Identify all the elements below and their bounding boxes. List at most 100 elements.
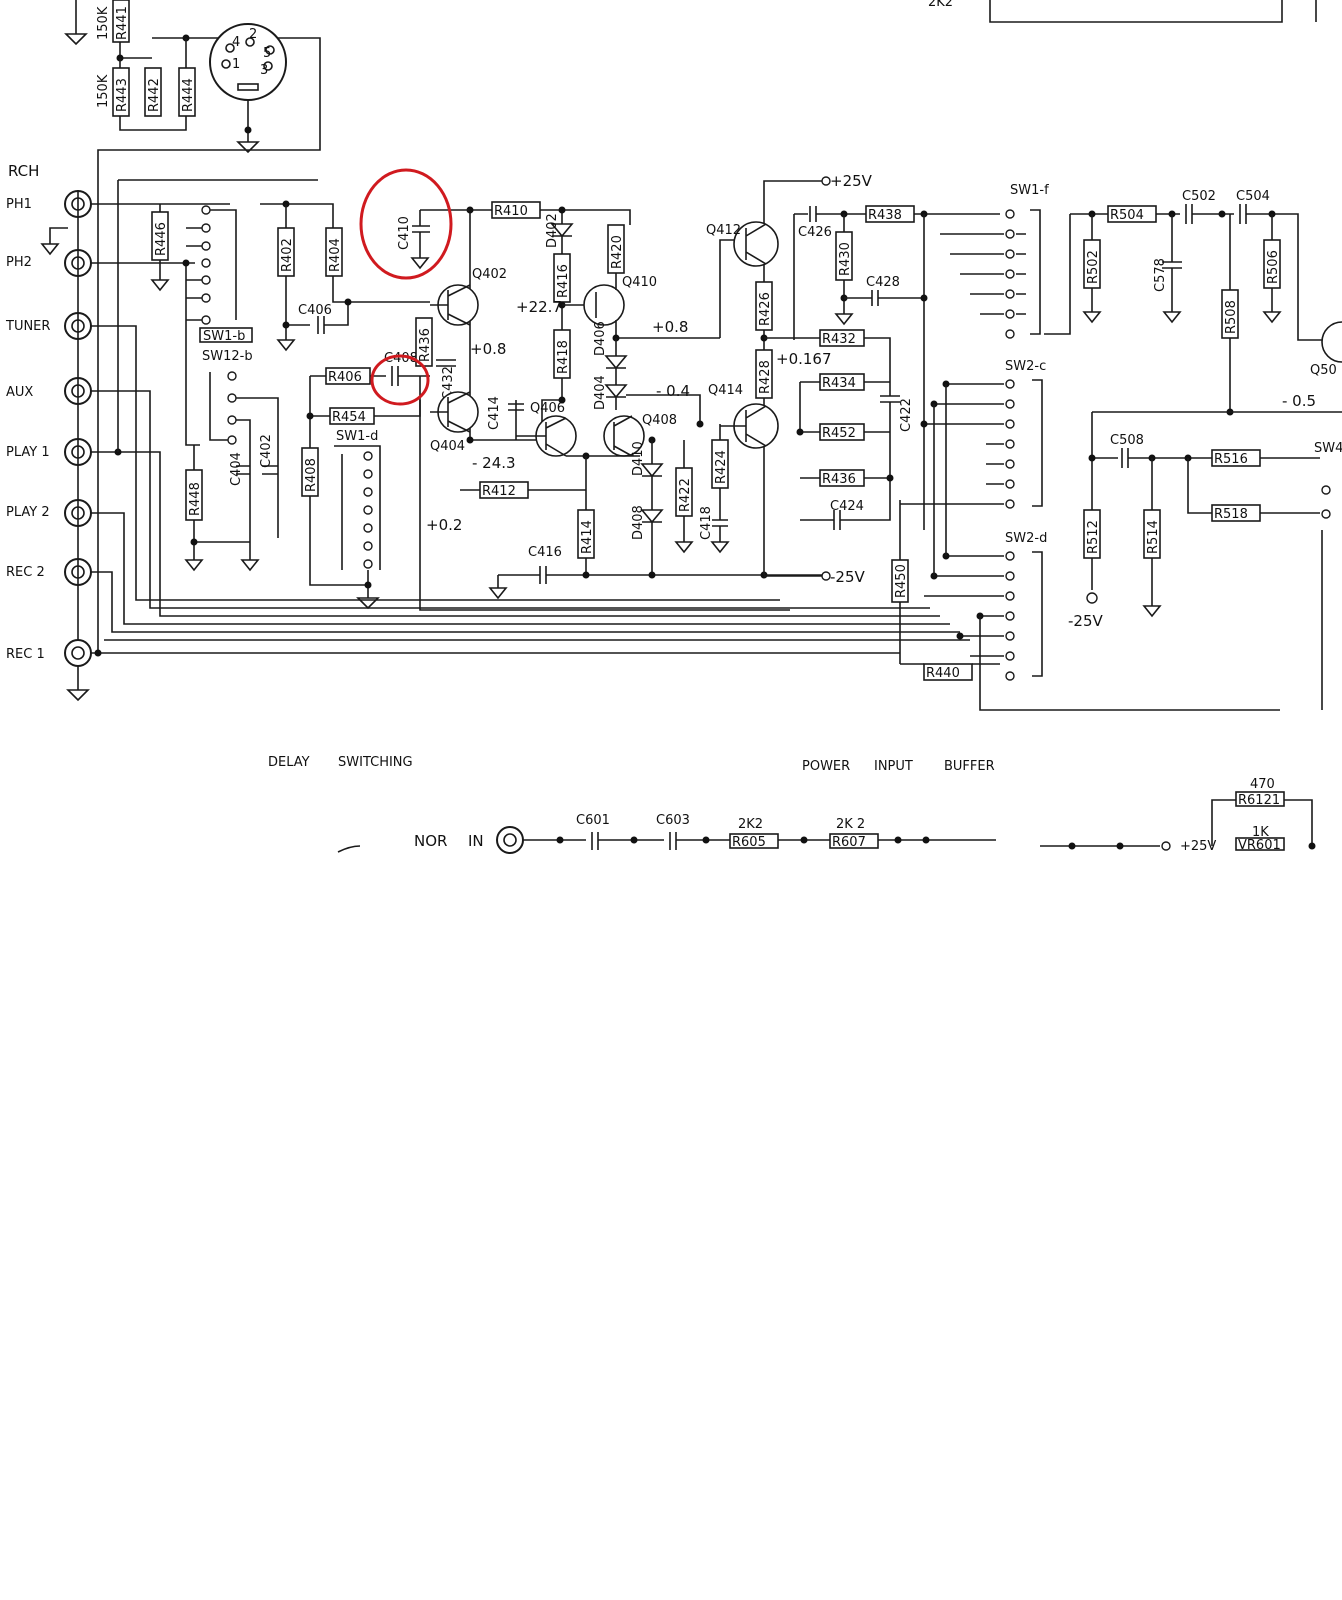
resistor-vr601: [1235, 837, 1285, 851]
label-r442: R442: [147, 78, 162, 112]
bottom-fragment: NOR IN C601 C603 2K2 2K 2 R605 R607 +25V…: [337, 777, 1316, 854]
din-area: R441 150K R443 150K R442 R444 4 2 5 1 3: [64, 0, 321, 650]
svg-text:- 24.3: - 24.3: [472, 454, 516, 472]
svg-text:C432: C432: [441, 366, 456, 400]
svg-text:D406: D406: [593, 321, 608, 356]
svg-text:C416: C416: [528, 545, 562, 560]
svg-text:R506: R506: [1266, 250, 1281, 284]
highlight-c408: [370, 354, 430, 406]
svg-text:REC 2: REC 2: [6, 565, 45, 580]
label-150k-a: 150K: [96, 6, 111, 40]
svg-text:C578: C578: [1153, 258, 1168, 292]
resistor-r404: [325, 227, 343, 277]
jack-tuner: TUNER: [5, 312, 780, 601]
svg-text:R605: R605: [732, 835, 766, 850]
resistor-r442: [144, 67, 162, 117]
svg-text:R430: R430: [838, 242, 853, 276]
svg-text:PLAY 2: PLAY 2: [6, 505, 50, 520]
label-c410: C410: [397, 216, 412, 250]
svg-text:R446: R446: [154, 222, 169, 256]
svg-text:Q412: Q412: [706, 223, 741, 238]
svg-text:Q406: Q406: [530, 401, 565, 416]
feedback: C426 R438 R430 C428 R432 R434 R452 C422 …: [793, 205, 1000, 681]
svg-text:R416: R416: [556, 264, 571, 298]
jack-rec1: REC 1: [6, 190, 970, 702]
label-sw1-f: SW1-f: [1010, 183, 1049, 198]
svg-text:Q410: Q410: [622, 275, 657, 290]
svg-text:R518: R518: [1214, 507, 1248, 522]
resistor-r607: [829, 833, 879, 849]
svg-text:R440: R440: [926, 666, 960, 681]
svg-text:5: 5: [263, 46, 271, 61]
svg-text:REC 1: REC 1: [6, 647, 45, 662]
buffer-stage: R504 C502 C504 R502 C578 R508 R506 Q50 -…: [1068, 189, 1342, 710]
svg-text:C508: C508: [1110, 433, 1144, 448]
svg-text:R418: R418: [556, 340, 571, 374]
output-stage: +25V Q412 R426 +0.167 R428 Q414 -25V: [706, 172, 873, 586]
svg-text:C603: C603: [656, 813, 690, 828]
svg-text:R422: R422: [678, 478, 693, 512]
svg-text:4: 4: [232, 35, 240, 50]
label-sw2-d: SW2-d: [1005, 531, 1047, 546]
svg-text:R448: R448: [188, 482, 203, 516]
svg-text:R404: R404: [328, 238, 343, 272]
svg-text:C422: C422: [899, 398, 914, 432]
svg-text:C428: C428: [866, 275, 900, 290]
svg-text:R408: R408: [304, 458, 319, 492]
svg-text:+25V: +25V: [1180, 839, 1216, 854]
jack-play2: PLAY 2: [6, 499, 950, 625]
svg-text:C502: C502: [1182, 189, 1216, 204]
resistor-r443: [112, 67, 130, 117]
svg-text:R402: R402: [280, 238, 295, 272]
label-r444: R444: [181, 78, 196, 112]
svg-text:-25V: -25V: [830, 568, 865, 586]
svg-text:R508: R508: [1224, 300, 1239, 334]
svg-text:2K2: 2K2: [738, 817, 763, 832]
label-sw2-c: SW2-c: [1005, 359, 1046, 374]
svg-text:C414: C414: [487, 396, 502, 430]
svg-text:TUNER: TUNER: [5, 319, 50, 334]
svg-text:R438: R438: [868, 208, 902, 223]
svg-text:R434: R434: [822, 376, 856, 391]
svg-text:C424: C424: [830, 499, 864, 514]
label-150k-b: 150K: [96, 74, 111, 108]
svg-text:Q404: Q404: [430, 439, 465, 454]
svg-text:3: 3: [260, 63, 268, 78]
nor-in-label: NOR: [414, 832, 447, 850]
jack-rec2: REC 2: [6, 558, 960, 633]
svg-text:R412: R412: [482, 484, 516, 499]
svg-text:R607: R607: [832, 835, 866, 850]
svg-text:Q408: Q408: [642, 413, 677, 428]
svg-text:-25V: -25V: [1068, 612, 1103, 630]
svg-text:R432: R432: [822, 332, 856, 347]
label-sw4: SW4: [1314, 441, 1342, 456]
svg-text:- 0.5: - 0.5: [1282, 392, 1316, 410]
svg-text:R512: R512: [1086, 520, 1101, 554]
svg-text:C601: C601: [576, 813, 610, 828]
section-titles: DELAY SWITCHING POWER INPUT BUFFER 2K2: [268, 0, 1317, 774]
svg-text:D410: D410: [631, 441, 646, 476]
svg-text:PH2: PH2: [6, 255, 32, 270]
svg-text:IN: IN: [468, 832, 484, 850]
rch-label: RCH: [8, 162, 39, 180]
svg-text:R424: R424: [714, 450, 729, 484]
svg-text:C408: C408: [384, 351, 418, 366]
resistor-r444: [178, 67, 196, 117]
svg-text:C406: C406: [298, 303, 332, 318]
selector-switches: SW1-f SW2-c SW2-d: [900, 183, 1280, 711]
highlight-c410: [359, 168, 453, 280]
title-delay: DELAY: [268, 755, 310, 770]
svg-text:+0.8: +0.8: [652, 318, 688, 336]
label-r441: R441: [115, 6, 130, 40]
label-r443: R443: [115, 78, 130, 112]
svg-text:D404: D404: [593, 375, 608, 410]
svg-text:R414: R414: [580, 520, 595, 554]
svg-text:VR601: VR601: [1238, 838, 1281, 853]
svg-text:1: 1: [232, 57, 240, 72]
svg-text:Q402: Q402: [472, 267, 507, 282]
label-sw12-b: SW12-b: [202, 349, 253, 364]
label-sw1-b: SW1-b: [203, 329, 245, 344]
title-input: INPUT: [874, 759, 913, 774]
svg-text:R514: R514: [1146, 520, 1161, 554]
